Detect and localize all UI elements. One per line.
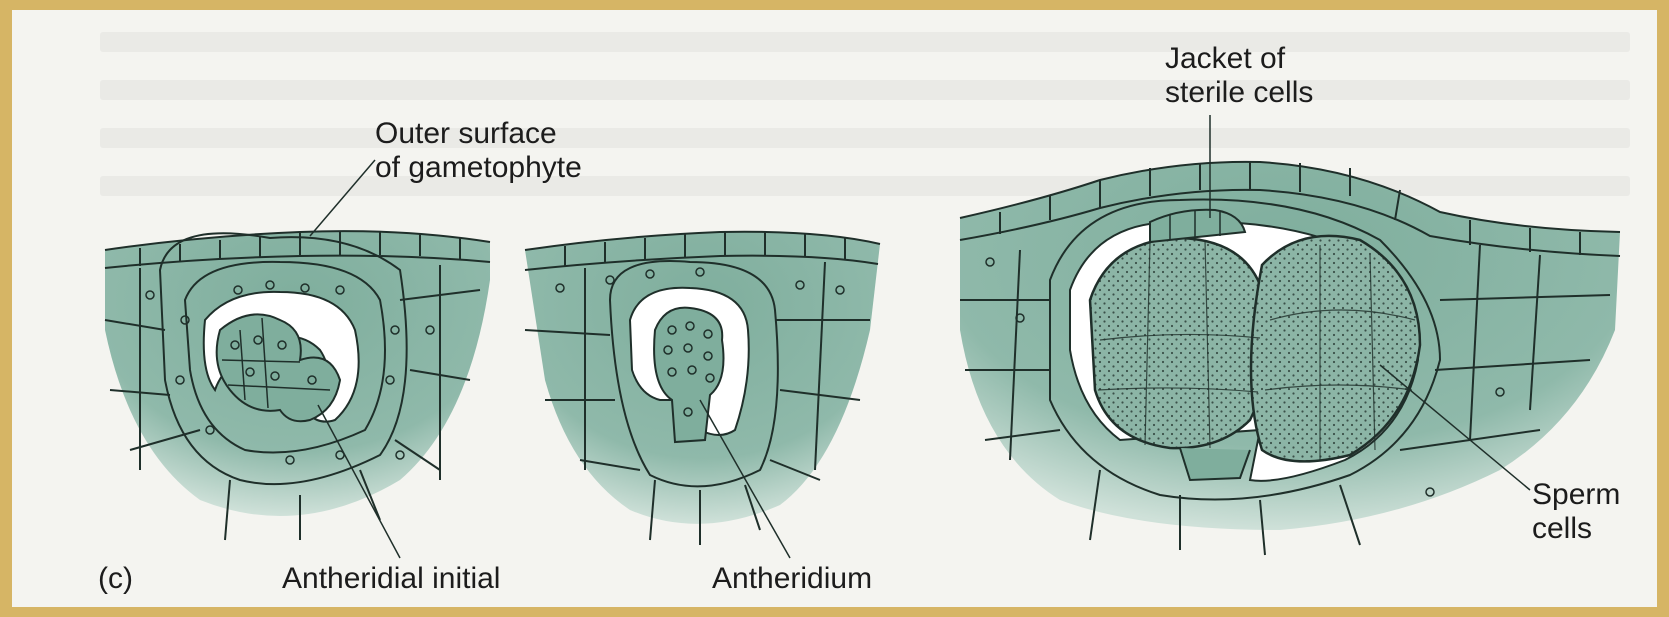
stage-antheridial-initial xyxy=(105,231,490,540)
stage-mature-antheridium xyxy=(960,162,1620,555)
panel-letter: (c) xyxy=(98,562,133,596)
label-antheridial-initial: Antheridial initial xyxy=(282,562,500,596)
label-antheridium: Antheridium xyxy=(712,562,872,596)
label-jacket-line2: sterile cells xyxy=(1165,76,1313,110)
label-jacket: Jacket of sterile cells xyxy=(1165,42,1313,110)
label-jacket-line1: Jacket of xyxy=(1165,42,1313,76)
label-sperm-cells-line1: Sperm xyxy=(1532,478,1620,512)
label-outer-surface: Outer surface of gametophyte xyxy=(375,117,582,185)
label-sperm-cells: Sperm cells xyxy=(1532,478,1620,546)
label-outer-surface-line2: of gametophyte xyxy=(375,151,582,185)
leader-outer-surface xyxy=(310,160,375,236)
label-outer-surface-line1: Outer surface xyxy=(375,117,582,151)
label-sperm-cells-line2: cells xyxy=(1532,512,1620,546)
stage-antheridium xyxy=(525,232,880,545)
